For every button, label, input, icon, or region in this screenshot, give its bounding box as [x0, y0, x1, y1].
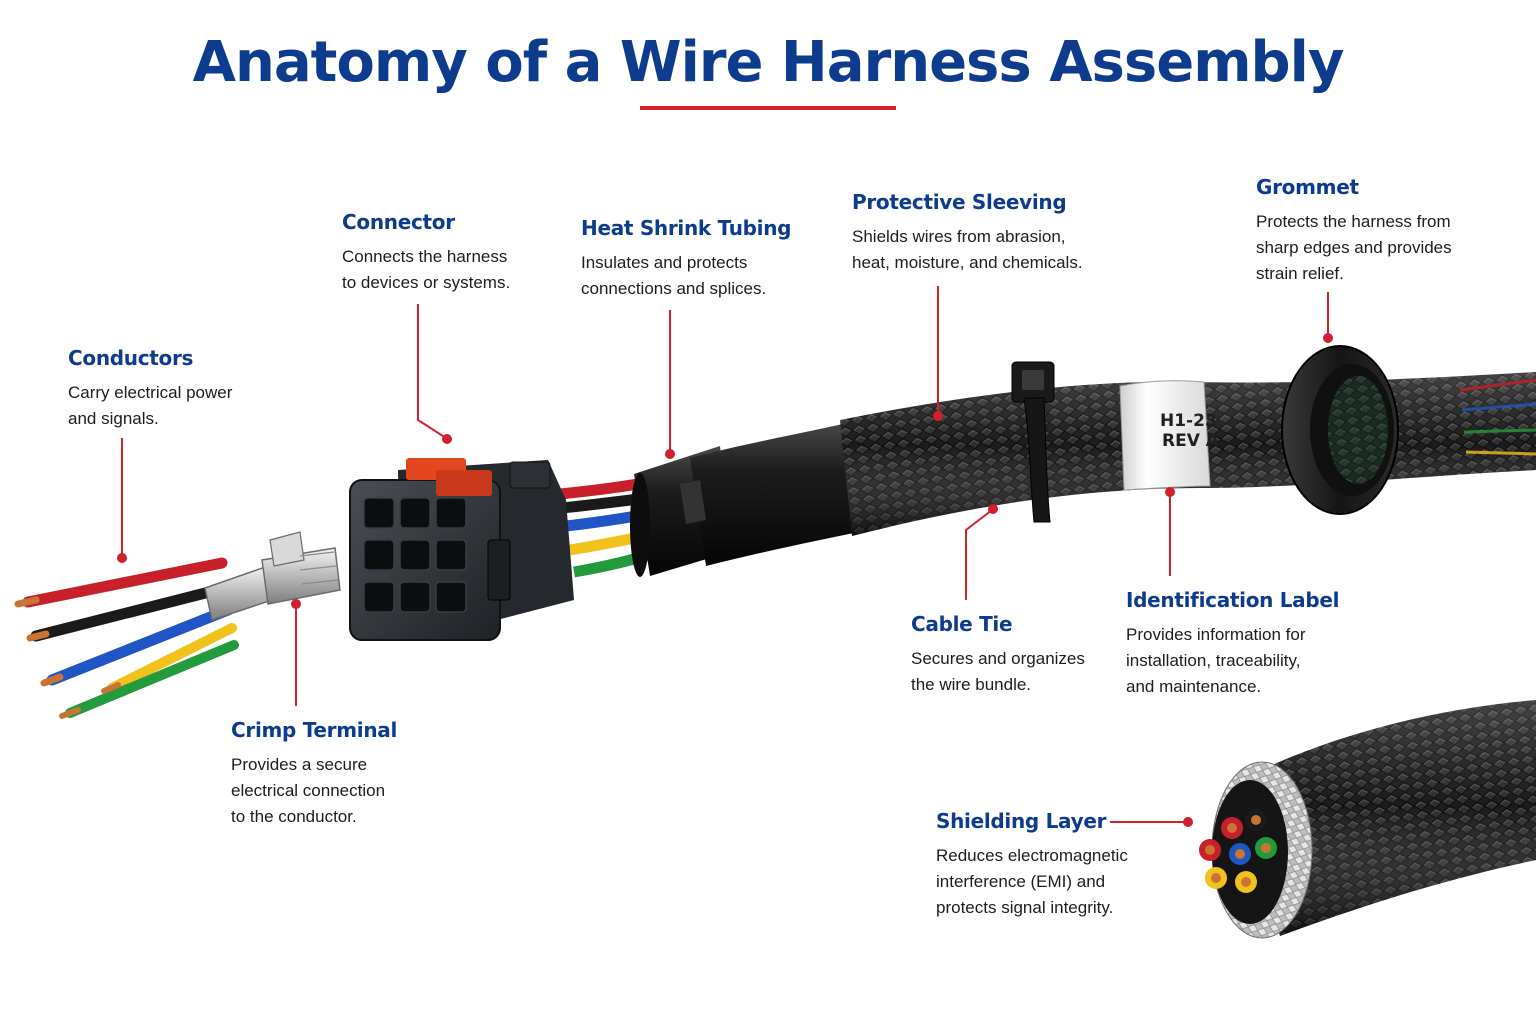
callout-grommet: Grommet Protects the harness from sharp … [1256, 175, 1452, 287]
id-label-description: Provides information for installation, t… [1126, 625, 1306, 696]
identification-label: H1-23 REV A [1119, 380, 1220, 491]
callout-cable-tie: Cable Tie Secures and organizes the wire… [911, 612, 1085, 698]
label-line-2: REV A [1162, 431, 1220, 451]
shielding-heading: Shielding Layer [936, 809, 1107, 833]
conductors-heading: Conductors [68, 346, 194, 370]
sleeving-heading: Protective Sleeving [852, 190, 1067, 214]
callout-connector: Connector Connects the harness to device… [342, 210, 510, 296]
shielded-conductors [1199, 809, 1277, 893]
page-title: Anatomy of a Wire Harness Assembly [192, 30, 1345, 95]
callout-heat-shrink: Heat Shrink Tubing Insulates and protect… [581, 216, 792, 302]
callout-crimp-terminal: Crimp Terminal Provides a secure electri… [231, 718, 397, 830]
callout-conductors: Conductors Carry electrical power and si… [68, 346, 232, 432]
crimp-terminal [204, 531, 341, 621]
shielded-cable-section [1199, 700, 1536, 939]
conductors-description: Carry electrical power and signals. [68, 383, 233, 428]
leader-cable-tie [965, 509, 993, 600]
crimp-description: Provides a secure electrical connection … [231, 755, 386, 826]
connector-heading: Connector [342, 210, 455, 234]
callout-sleeving: Protective Sleeving Shields wires from a… [852, 190, 1083, 276]
cable-tie-description: Secures and organizes the wire bundle. [911, 649, 1085, 694]
title-underline [640, 106, 896, 110]
grommet-description: Protects the harness from sharp edges an… [1256, 212, 1452, 283]
leader-dots [117, 333, 1333, 827]
connector-description: Connects the harness to devices or syste… [342, 247, 511, 292]
id-label-heading: Identification Label [1126, 588, 1340, 612]
leader-lines [121, 286, 1329, 823]
connector-housing [349, 458, 574, 641]
shielding-description: Reduces electromagnetic interference (EM… [936, 846, 1128, 917]
heat-shrink-description: Insulates and protects connections and s… [581, 253, 767, 298]
leader-connector [417, 304, 447, 439]
exit-wires [1459, 378, 1536, 456]
grommet-heading: Grommet [1256, 175, 1359, 199]
grommet [1281, 345, 1399, 515]
crimp-heading: Crimp Terminal [231, 718, 398, 742]
callout-id-label: Identification Label Provides informatio… [1126, 588, 1340, 700]
heat-shrink-tubing [630, 420, 868, 577]
loose-conductors [14, 557, 239, 719]
callout-shielding: Shielding Layer Reduces electromagnetic … [936, 809, 1128, 921]
cable-tie-heading: Cable Tie [911, 612, 1013, 636]
cable-tie [1011, 361, 1055, 523]
label-line-1: H1-23 [1160, 411, 1217, 431]
sleeving-description: Shields wires from abrasion, heat, moist… [852, 227, 1083, 272]
heat-shrink-heading: Heat Shrink Tubing [581, 216, 792, 240]
